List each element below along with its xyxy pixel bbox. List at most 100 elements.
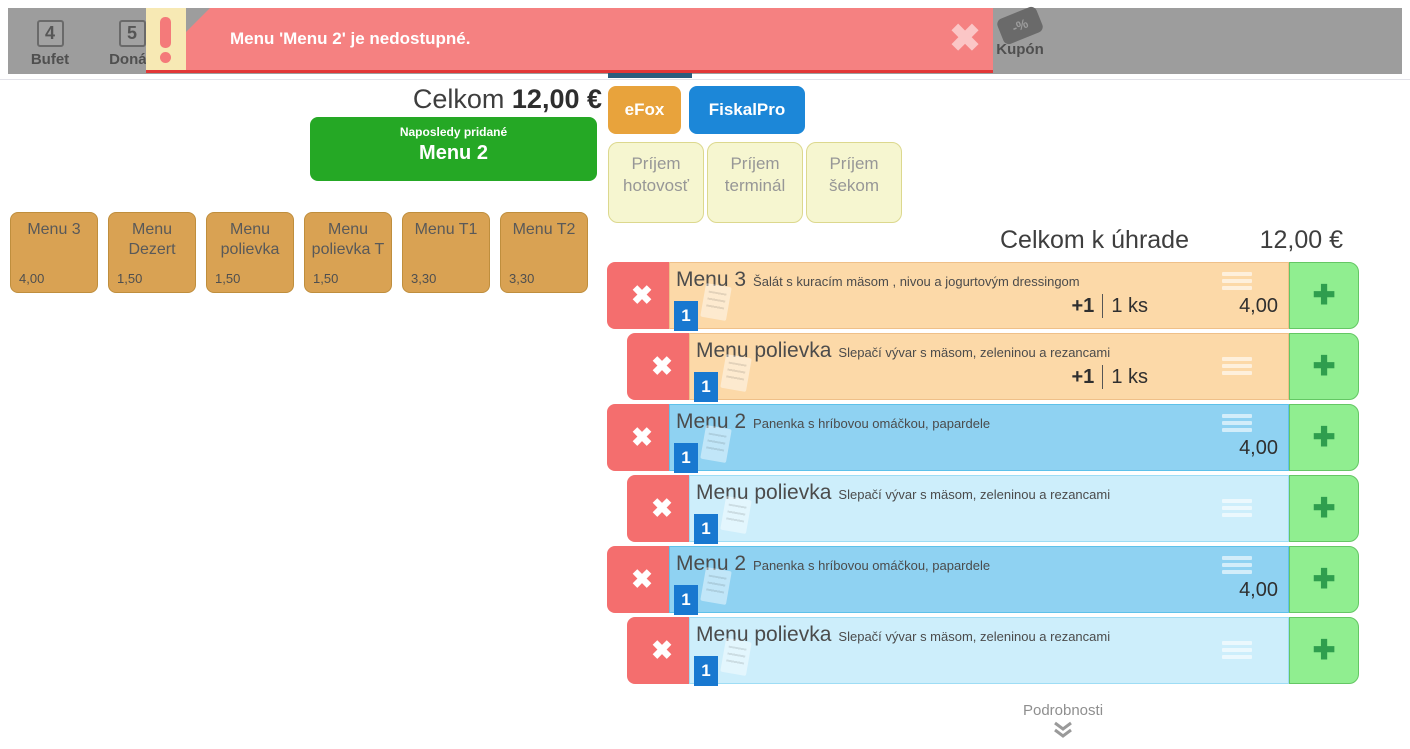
tab-efox[interactable]: eFox — [608, 86, 681, 134]
add-item-button[interactable]: ✚ — [1289, 475, 1359, 542]
cart-total-label: Celkom — [412, 84, 512, 114]
add-item-button[interactable]: ✚ — [1289, 404, 1359, 471]
plus-icon: ✚ — [1312, 493, 1336, 523]
order-total-amount: 12,00 € — [1259, 226, 1343, 254]
note-icon — [720, 638, 752, 676]
quantity-badge: 1 — [694, 372, 718, 402]
menu-button-t1[interactable]: Menu T1 3,30 — [402, 212, 490, 293]
quantity-change: +1 1 ks — [1071, 294, 1148, 318]
tab-fiskalpro[interactable]: FiskalPro — [689, 86, 805, 134]
menu-button-price: 4,00 — [19, 270, 45, 286]
item-description: Panenka s hríbovou omáčkou, papardele — [753, 416, 991, 431]
quantity-badge: 1 — [674, 301, 698, 331]
notification-banner: Menu 'Menu 2' je nedostupné. ✖ — [146, 8, 993, 73]
drag-handle-icon[interactable] — [1222, 556, 1252, 576]
toolbar-item-kupon[interactable]: -% Kupón — [982, 5, 1058, 58]
delete-item-button[interactable]: ✖ — [627, 333, 697, 400]
last-added-caption: Naposledy pridané — [399, 125, 508, 139]
menu-button-polievka[interactable]: Menu polievka 1,50 — [206, 212, 294, 293]
item-title-line: Menu 2 Panenka s hríbovou omáčkou, papard… — [670, 405, 1288, 434]
toolbar-item-bufet[interactable]: 4 Bufet — [18, 20, 82, 68]
menu-button-label: Menu polievka — [220, 221, 280, 258]
plus-icon: ✚ — [1312, 351, 1336, 381]
item-description: Slepačí vývar s mäsom, zeleninou a rezan… — [838, 487, 1111, 502]
active-tab-indicator — [608, 73, 692, 78]
delete-icon: ✖ — [651, 635, 673, 665]
order-item-row: ✖ Menu polievka Slepačí vývar s mäsom, ze… — [627, 475, 1359, 544]
menu-button-polievka-t[interactable]: Menu polievka T 1,50 — [304, 212, 392, 293]
item-description: Panenka s hríbovou omáčkou, papardele — [753, 558, 991, 573]
note-icon — [720, 354, 752, 392]
quantity-badge: 1 — [674, 585, 698, 615]
item-title: Menu polievka — [696, 481, 832, 504]
menu-button-label: Menu 3 — [27, 221, 81, 238]
note-icon — [700, 283, 732, 321]
item-price: 4,00 — [1239, 579, 1278, 601]
menu-button-label: Menu Dezert — [128, 221, 176, 258]
plus-icon: ✚ — [1312, 422, 1336, 452]
menu-button-price: 3,30 — [411, 270, 437, 286]
order-item-body[interactable]: Menu 2 Panenka s hríbovou omáčkou, papard… — [669, 404, 1289, 473]
item-title-line: Menu polievka Slepačí vývar s mäsom, zele… — [690, 476, 1288, 505]
item-price: 4,00 — [1239, 437, 1278, 459]
delete-item-button[interactable]: ✖ — [607, 546, 677, 613]
order-item-body[interactable]: Menu polievka Slepačí vývar s mäsom, zele… — [689, 475, 1289, 544]
quantity-badge: 1 — [694, 514, 718, 544]
item-title: Menu 2 — [676, 410, 747, 433]
delete-icon: ✖ — [651, 493, 673, 523]
menu-button-label: Menu T2 — [512, 221, 576, 238]
delete-item-button[interactable]: ✖ — [607, 404, 677, 471]
drag-handle-icon[interactable] — [1222, 356, 1252, 377]
drag-handle-icon[interactable] — [1222, 498, 1252, 519]
plus-icon: ✚ — [1312, 564, 1336, 594]
delete-item-button[interactable]: ✖ — [627, 475, 697, 542]
quantity-text: 1 ks — [1111, 294, 1148, 317]
keycap-4-icon: 4 — [36, 20, 64, 47]
menu-button-label: Menu polievka T — [311, 221, 385, 258]
item-title: Menu 3 — [676, 268, 747, 291]
delete-item-button[interactable]: ✖ — [607, 262, 677, 329]
close-icon[interactable]: ✖ — [949, 18, 981, 60]
menu-button-dezert[interactable]: Menu Dezert 1,50 — [108, 212, 196, 293]
drag-handle-icon[interactable] — [1222, 640, 1252, 661]
menu-button-label: Menu T1 — [414, 221, 478, 238]
add-item-button[interactable]: ✚ — [1289, 262, 1359, 329]
exclamation-dot-icon — [160, 52, 171, 63]
divider — [1102, 294, 1104, 318]
add-item-button[interactable]: ✚ — [1289, 333, 1359, 400]
cart-total-amount: 12,00 € — [511, 84, 602, 114]
add-item-button[interactable]: ✚ — [1289, 617, 1359, 684]
quantity-delta: +1 — [1071, 294, 1095, 317]
payment-cheque-button[interactable]: Príjem šekom — [806, 142, 902, 223]
toolbar-item-label: Bufet — [30, 51, 70, 68]
quantity-badge: 1 — [694, 656, 718, 686]
order-item-row: ✖ Menu 2 Panenka s hríbovou omáčkou, papa… — [607, 404, 1359, 473]
payment-terminal-button[interactable]: Príjem terminál — [707, 142, 803, 223]
quantity-delta: +1 — [1071, 365, 1095, 388]
drag-handle-icon[interactable] — [1222, 272, 1252, 292]
note-icon — [700, 567, 732, 605]
menu-button-t2[interactable]: Menu T2 3,30 — [500, 212, 588, 293]
item-description: Šalát s kuracím mäsom , nivou a jogurtov… — [753, 274, 1080, 289]
menu-buttons: Menu 3 4,00 Menu Dezert 1,50 Menu poliev… — [10, 212, 588, 293]
delete-icon: ✖ — [631, 280, 653, 310]
plus-icon: ✚ — [1312, 280, 1336, 310]
add-item-button[interactable]: ✚ — [1289, 546, 1359, 613]
menu-button-price: 1,50 — [215, 270, 241, 286]
last-added-button[interactable]: Naposledy pridané Menu 2 — [310, 117, 597, 181]
order-items-list: ✖ Menu 3 Šalát s kuracím mäsom , nivou a … — [607, 262, 1359, 686]
order-item-body[interactable]: Menu 3 Šalát s kuracím mäsom , nivou a jo… — [669, 262, 1289, 331]
toolbar-item-donaska[interactable]: 5 Donáš — [100, 20, 164, 68]
details-expander[interactable]: Podrobnosti — [983, 702, 1143, 739]
menu-button-menu3[interactable]: Menu 3 4,00 — [10, 212, 98, 293]
drag-handle-icon[interactable] — [1222, 414, 1252, 434]
payment-cash-button[interactable]: Príjem hotovosť — [608, 142, 704, 223]
last-added-item: Menu 2 — [419, 142, 488, 164]
delete-item-button[interactable]: ✖ — [627, 617, 697, 684]
